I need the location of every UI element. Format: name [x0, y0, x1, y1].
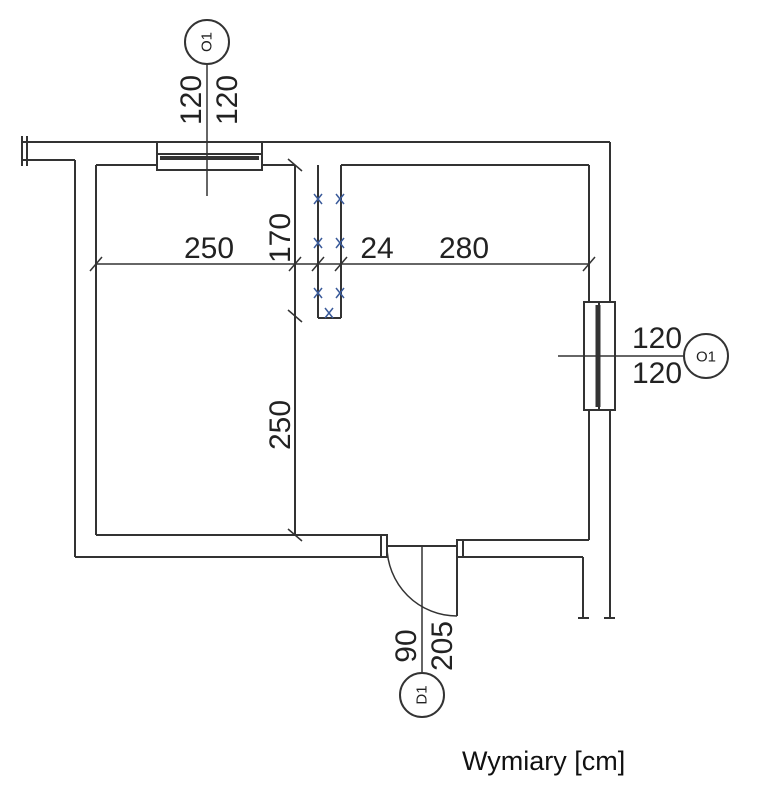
horizontal-dimension-line: 250 24 280 — [89, 232, 596, 272]
door-height: 205 — [426, 621, 459, 671]
dim-niche-height: 170 — [264, 213, 297, 263]
window-top-height: 120 — [211, 75, 244, 125]
window-right: O1 120 120 — [558, 301, 729, 411]
dim-left-room-height: 250 — [264, 400, 297, 450]
door-width: 90 — [390, 629, 423, 662]
window-top-width: 120 — [175, 75, 208, 125]
window-top-tag: O1 — [199, 32, 216, 52]
door-tag: D1 — [414, 685, 431, 704]
dim-right-room-width: 280 — [439, 232, 489, 265]
vertical-dimension-lines: 170 250 — [264, 158, 303, 542]
walls — [21, 136, 615, 619]
dim-wall-thickness: 24 — [360, 232, 393, 265]
window-right-tag: O1 — [696, 349, 716, 366]
window-right-height: 120 — [632, 357, 682, 390]
vent-duct-marks — [313, 193, 345, 319]
window-right-width: 120 — [632, 322, 682, 355]
door: D1 90 205 — [386, 545, 459, 718]
units-caption: Wymiary [cm] — [462, 746, 626, 776]
window-top: O1 120 120 — [156, 19, 263, 196]
dim-left-room-width: 250 — [184, 232, 234, 265]
